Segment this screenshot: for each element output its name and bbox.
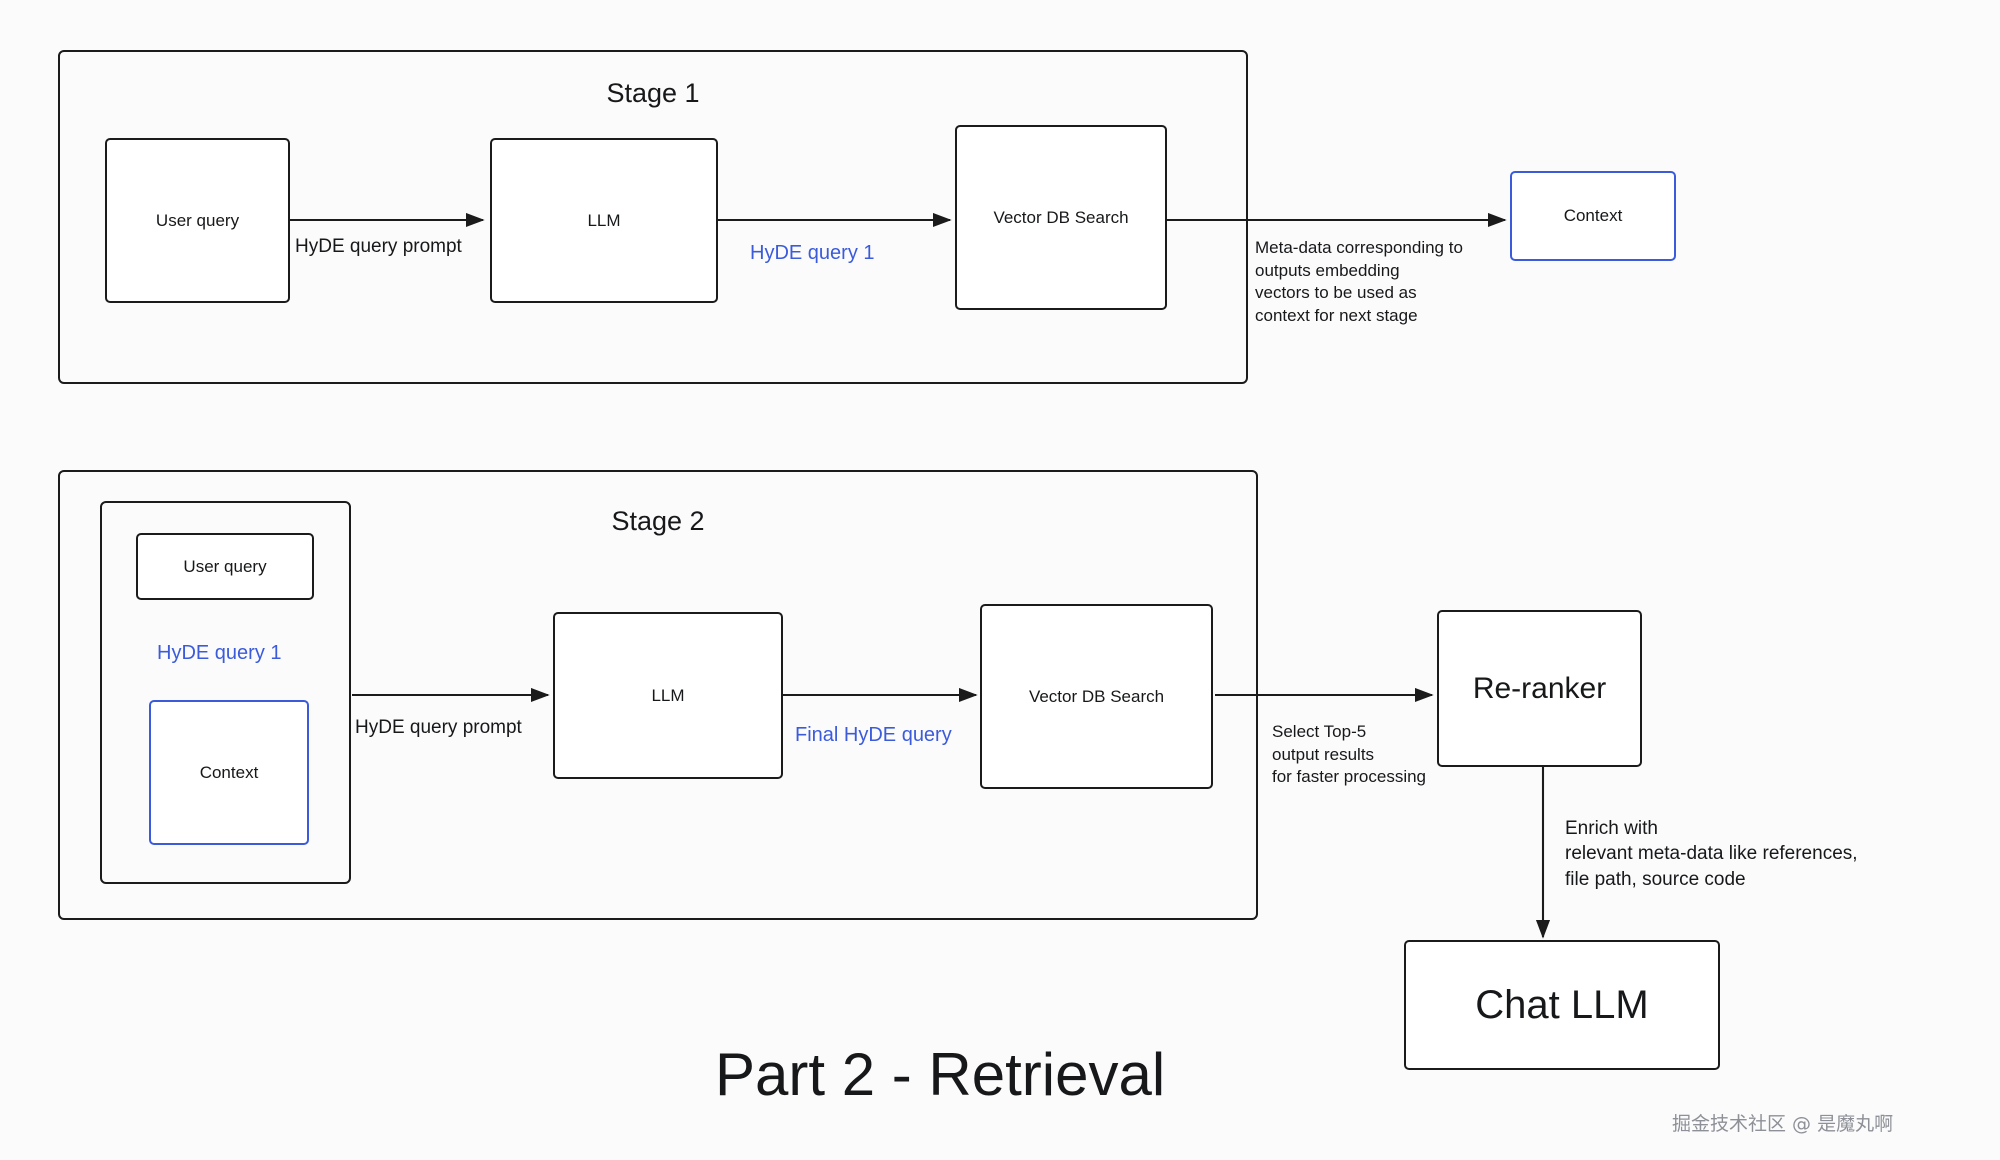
stage2-llm-label: LLM (651, 685, 685, 705)
watermark: 掘金技术社区 @ 是魔丸啊 (1672, 1113, 1894, 1135)
stage1-title: Stage 1 (606, 78, 700, 108)
stage2-node-user-query[interactable]: User query (136, 533, 314, 600)
stage1-context-label: Context (1563, 206, 1623, 225)
stage2-reranker-label: Re-ranker (1472, 671, 1607, 705)
stage2-vector-db-label: Vector DB Search (1028, 686, 1165, 706)
stage1-edge-label-metadata: Meta-data corresponding to outputs embed… (1255, 238, 1463, 325)
stage2-node-vector-db-search[interactable]: Vector DB Search (980, 604, 1213, 789)
stage2-node-llm[interactable]: LLM (553, 612, 783, 779)
stage2-container (58, 470, 1258, 920)
stage1-container (58, 50, 1248, 384)
stage2-node-context[interactable]: Context (149, 700, 309, 845)
stage2-edge-label-select-top5: Select Top-5 output results for faster p… (1272, 722, 1427, 787)
part-title: Part 2 - Retrieval (715, 1041, 1166, 1108)
stage2-edge-label-final-hyde-query: Final HyDE query (795, 724, 952, 746)
stage2-input-group (100, 501, 351, 884)
stage1-edge-label-hyde-query-1: HyDE query 1 (750, 242, 875, 264)
stage1-node-vector-db-search[interactable]: Vector DB Search (955, 125, 1167, 310)
stage2-label-hyde-query-1: HyDE query 1 (157, 642, 282, 664)
stage2-context-label: Context (199, 762, 259, 782)
stage1-vector-db-label: Vector DB Search (993, 207, 1129, 227)
stage1-node-llm[interactable]: LLM (490, 138, 718, 303)
stage1-node-context[interactable]: Context (1510, 171, 1676, 261)
stage2-edge-label-enrich: Enrich with relevant meta-data like refe… (1565, 818, 1858, 890)
stage1-node-user-query[interactable]: User query (105, 138, 290, 303)
stage2-user-query-label: User query (183, 556, 267, 576)
stage2-chat-llm-label: Chat LLM (1475, 982, 1649, 1027)
stage1-user-query-label: User query (155, 210, 240, 230)
stage1-edge-label-hyde-query-prompt: HyDE query prompt (295, 236, 462, 257)
stage2-node-reranker[interactable]: Re-ranker (1437, 610, 1642, 767)
stage2-node-chat-llm[interactable]: Chat LLM (1404, 940, 1720, 1070)
stage2-title: Stage 2 (611, 506, 705, 536)
stage1-llm-label: LLM (587, 210, 621, 230)
stage2-edge-label-hyde-query-prompt: HyDE query prompt (355, 717, 522, 738)
